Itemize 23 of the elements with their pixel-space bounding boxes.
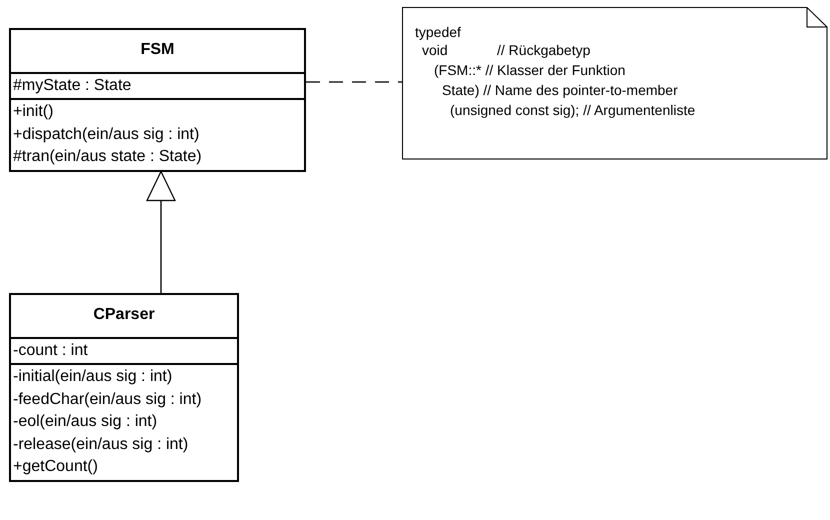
operation-text: +init()	[13, 102, 54, 122]
note-box	[402, 7, 828, 160]
code-line: (FSM::* // Klasser der Funktion	[434, 62, 626, 78]
class-name: CParser	[92, 305, 156, 325]
operation-text: +getCount()	[13, 457, 99, 477]
attribute-text: -count : int	[13, 340, 89, 360]
code-line: typedef	[415, 24, 461, 40]
uml-class-box	[9, 293, 239, 482]
generalization-arrow	[146, 170, 176, 293]
operation-text: -eol(ein/aus sig : int)	[13, 412, 158, 432]
uml-class-box	[9, 28, 306, 172]
operation-text: -initial(ein/aus sig : int)	[13, 367, 174, 387]
class-name: FSM	[140, 40, 176, 60]
note-connector	[306, 81, 402, 83]
code-line: State) // Name des pointer-to-member	[442, 82, 678, 98]
code-line: (unsigned const sig); // Argumentenliste	[450, 102, 696, 118]
operation-text: #tran(ein/aus state : State)	[13, 147, 203, 167]
attribute-text: #myState : State	[13, 76, 132, 96]
operation-text: -feedChar(ein/aus sig : int)	[13, 390, 203, 410]
operation-text: +dispatch(ein/aus sig : int)	[13, 124, 200, 144]
code-line: // Rückgabetyp	[497, 42, 590, 58]
operation-text: -release(ein/aus sig : int)	[13, 434, 190, 454]
code-line: void	[422, 42, 448, 58]
